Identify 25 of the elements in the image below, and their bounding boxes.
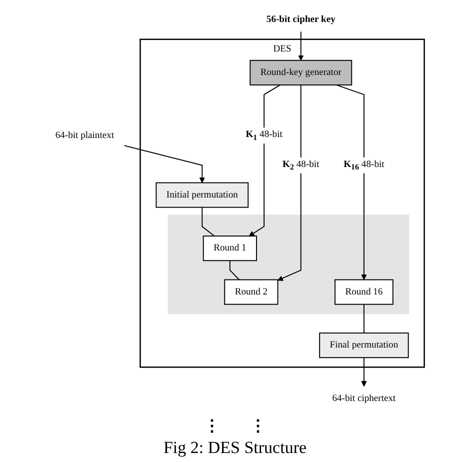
ellipsis: ⋮ [250, 418, 266, 436]
node-box: Round-key generator [250, 60, 352, 86]
node-box: Final permutation [319, 332, 410, 358]
node-box: Round 16 [334, 279, 394, 305]
edge-label: K$_{1}$ 48-bit [246, 130, 283, 142]
ellipsis: ⋮ [204, 418, 220, 436]
caption: Fig 2: DES Structure [163, 437, 307, 459]
arrow [124, 145, 206, 183]
cluster [168, 214, 410, 314]
arrow [278, 84, 302, 281]
connector [202, 206, 216, 237]
node-box: Initial permutation [156, 182, 249, 208]
node-text: 64-bit plaintext [56, 130, 114, 140]
node-text: 56-bit cipher key [266, 14, 336, 24]
edge-label: K$_{16}$ 48-bit [344, 159, 385, 172]
arrow [361, 357, 368, 387]
arrow [298, 31, 304, 61]
arrow [249, 84, 281, 236]
edge-label: K$_{2}$ 48-bit [282, 159, 320, 172]
node-box: Round 1 [203, 236, 258, 262]
connector [364, 304, 365, 334]
node-text: 64-bit ciphertext [332, 393, 396, 404]
arrow [336, 84, 368, 280]
node-box: Round 2 [224, 279, 279, 305]
connector [230, 260, 240, 280]
